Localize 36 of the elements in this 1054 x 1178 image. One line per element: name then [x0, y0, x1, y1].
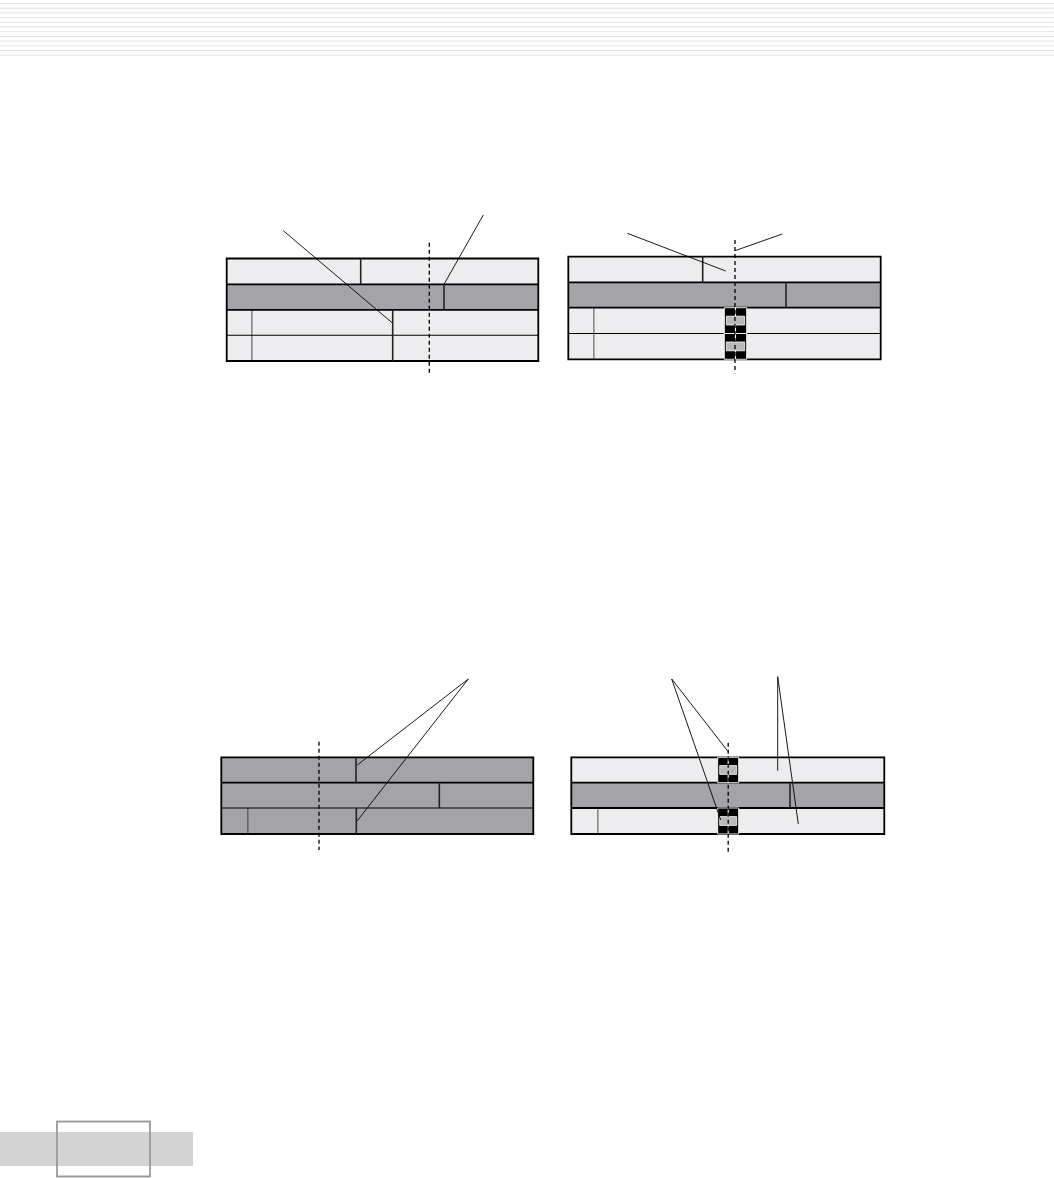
clip-bar	[702, 256, 881, 283]
trim-handle	[717, 807, 740, 835]
leader-line	[356, 678, 469, 822]
trim-handle	[723, 332, 748, 360]
leader-line	[671, 678, 722, 821]
clip-bar	[738, 808, 885, 834]
clip-bar	[392, 335, 539, 361]
clip-bar	[439, 782, 534, 808]
clip-bar	[356, 808, 534, 834]
clip-bar	[571, 757, 718, 783]
dashed-line	[727, 742, 729, 853]
trim-handle	[723, 307, 748, 335]
edit-point	[359, 258, 362, 285]
edit-point	[438, 782, 441, 808]
leader-line	[671, 678, 729, 753]
leader-line	[356, 678, 469, 766]
edit-point	[391, 335, 394, 361]
leader-line	[734, 233, 783, 252]
clip-bar	[360, 258, 539, 285]
clip-bar	[444, 284, 539, 310]
leader-line	[282, 230, 393, 323]
clip-bar	[392, 309, 539, 336]
dashed-line	[428, 242, 430, 375]
trim-handle	[717, 756, 740, 784]
edit-point	[391, 309, 394, 336]
clip-bar	[746, 333, 881, 360]
edit-point	[355, 808, 358, 834]
clip-bar	[746, 307, 881, 334]
leader-line	[443, 214, 484, 285]
leader-line	[626, 232, 727, 272]
leader-line	[777, 676, 799, 825]
dashed-line	[318, 741, 320, 851]
clip-bar	[786, 282, 881, 308]
clip-bar	[738, 757, 885, 783]
edit-point	[701, 256, 704, 283]
clip-bar	[568, 256, 703, 283]
